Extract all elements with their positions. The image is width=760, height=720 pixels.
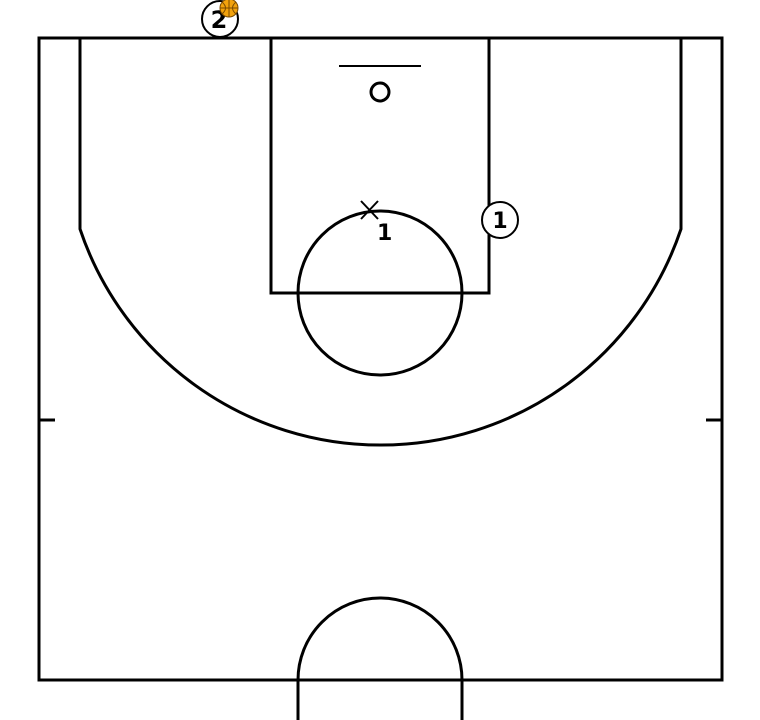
player-1-label: 1	[492, 209, 507, 234]
center-circle	[296, 596, 464, 720]
defender-1: 1	[360, 200, 392, 246]
offense-player-1: 1	[481, 201, 519, 239]
basketball-icon	[219, 0, 239, 18]
court-boundary	[37, 36, 724, 682]
defender-1-label: 1	[377, 221, 392, 246]
paint	[269, 36, 491, 295]
three-point-line	[78, 38, 683, 447]
player-1-circle	[481, 201, 519, 239]
free-throw-circle	[296, 209, 464, 377]
rim	[369, 81, 391, 103]
offense-player-2: 2	[201, 0, 239, 38]
defender-x-mark	[360, 200, 379, 220]
